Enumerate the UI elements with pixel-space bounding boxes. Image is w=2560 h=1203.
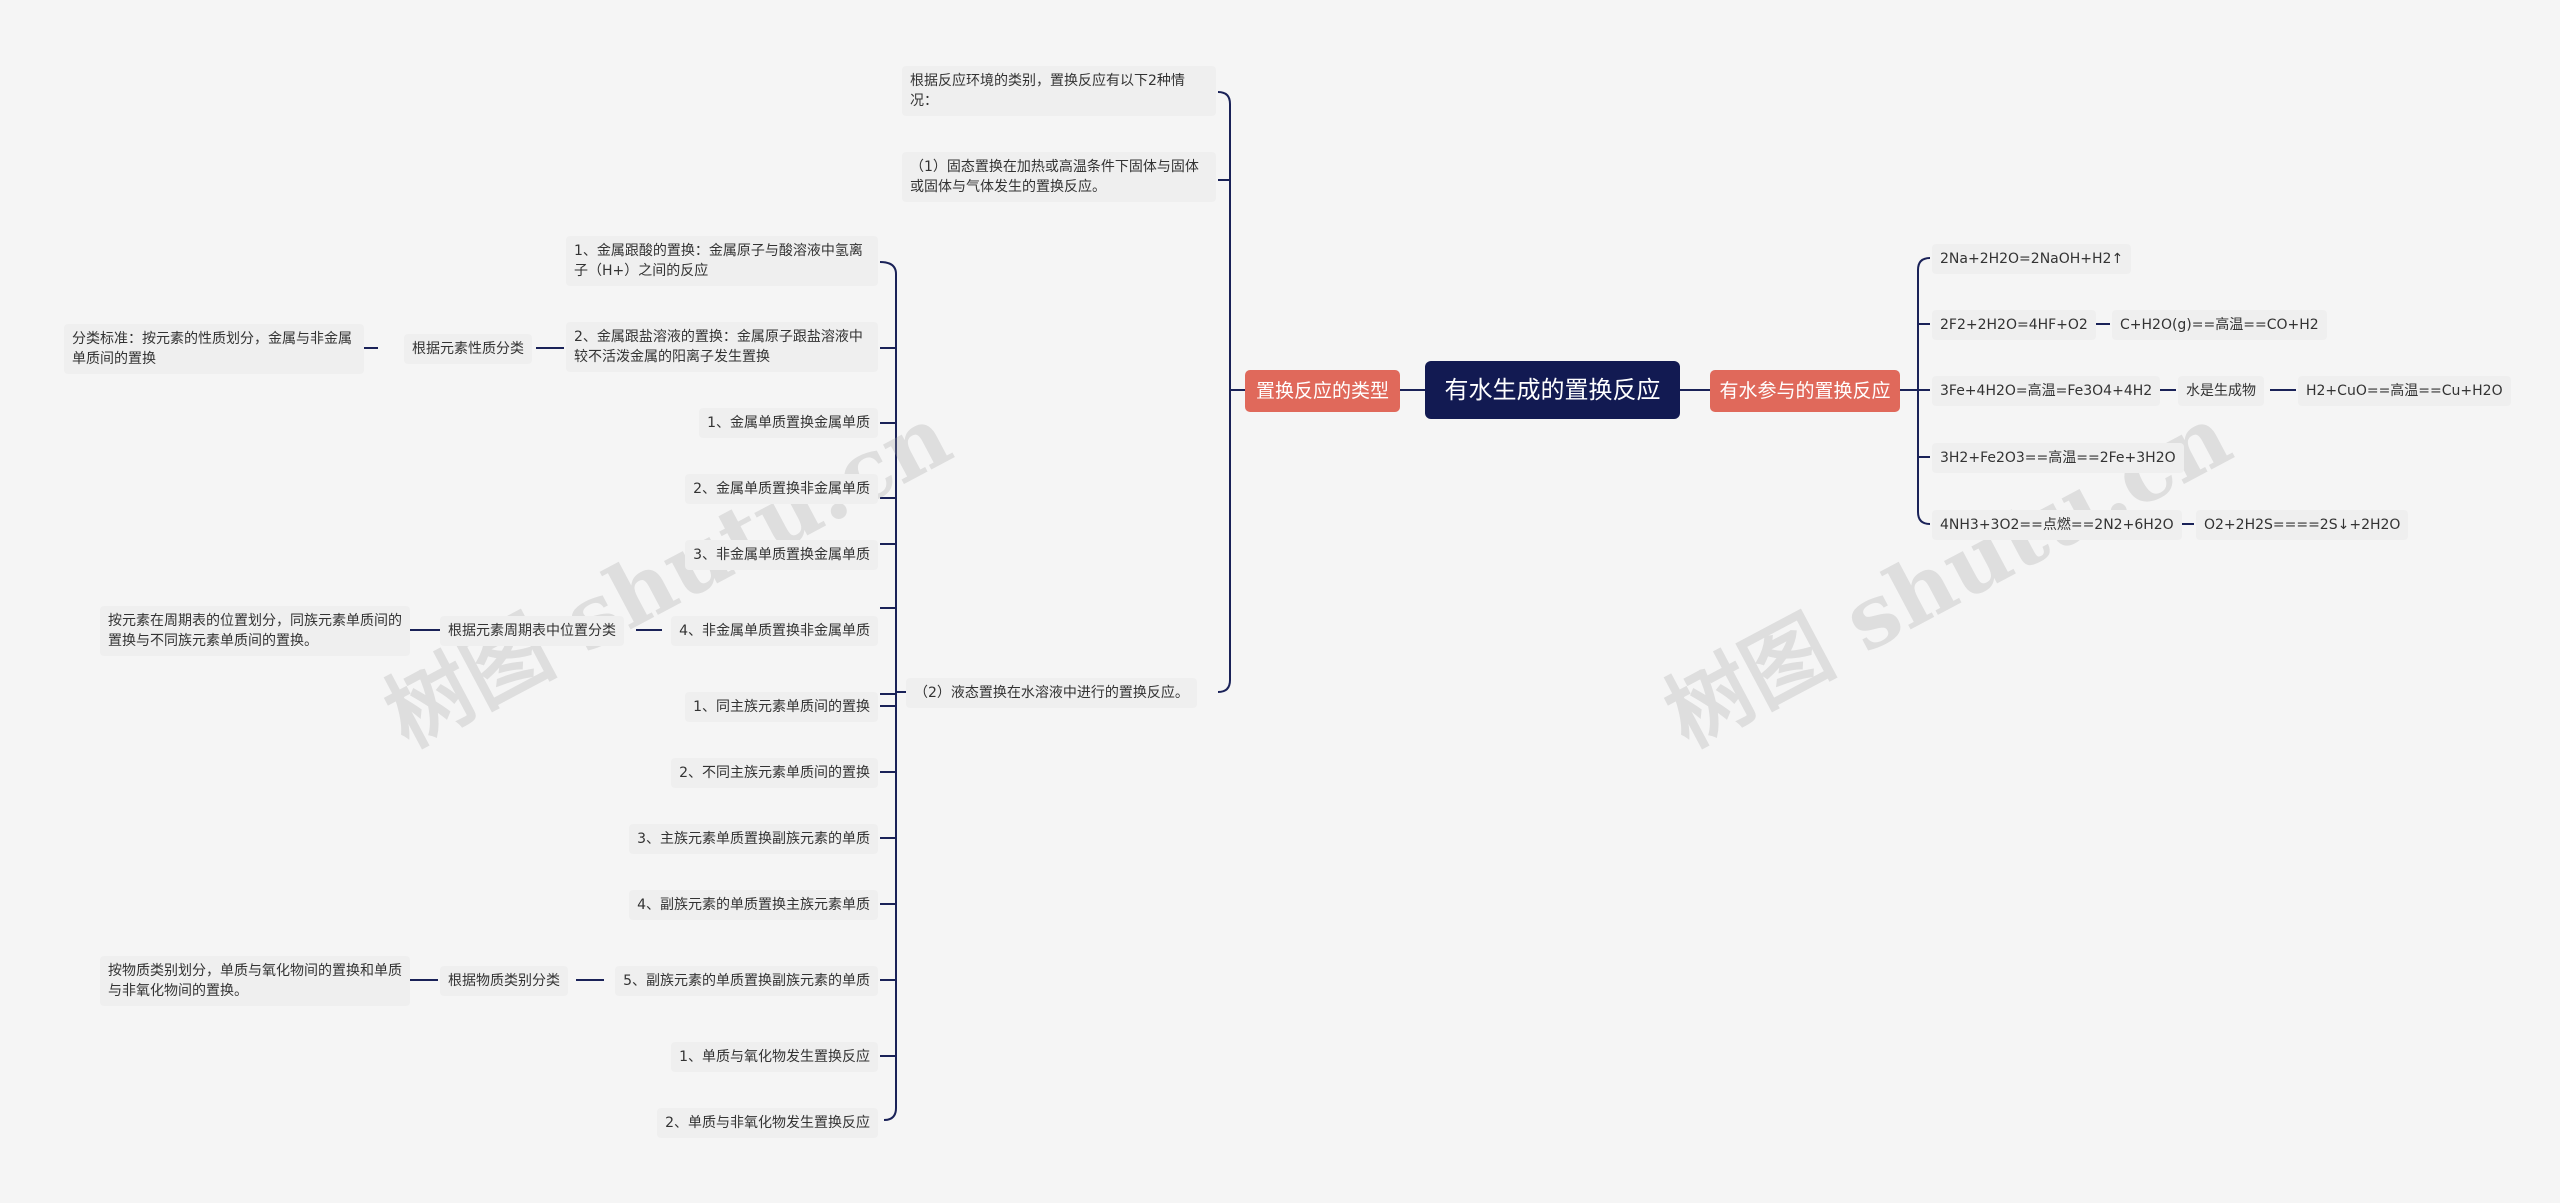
left-bracket [1217,91,1231,693]
liquid-child[interactable]: 1、同主族元素单质间的置换 [685,692,878,722]
reaction-f2-water[interactable]: 2F2+2H2O=4HF+O2 [1932,310,2096,340]
liquid-child[interactable]: 2、单质与非氧化物发生置换反应 [657,1108,878,1138]
reaction-o2-h2s[interactable]: O2+2H2S====2S↓+2H2O [2196,510,2409,540]
reaction-fe-water[interactable]: 3Fe+4H2O=高温=Fe3O4+4H2 [1932,376,2161,406]
classifier-by-periodic-table[interactable]: 根据元素周期表中位置分类 [440,616,624,646]
root-node[interactable]: 有水生成的置换反应 [1425,361,1680,419]
left-item-liquid[interactable]: （2）液态置换在水溶液中进行的置换反应。 [906,678,1197,708]
note-by-substance[interactable]: 按物质类别划分，单质与氧化物间的置换和单质与非氧化物间的置换。 [100,956,410,1006]
reaction-h2-cuo[interactable]: H2+CuO==高温==Cu+H2O [2298,376,2511,406]
note-by-property[interactable]: 分类标准：按元素的性质划分，金属与非金属单质间的置换 [64,324,364,374]
liquid-bracket [879,261,897,1121]
liquid-child[interactable]: 2、金属单质置换非金属单质 [685,474,878,504]
water-is-product-label[interactable]: 水是生成物 [2178,376,2264,406]
liquid-child[interactable]: 1、金属跟酸的置换：金属原子与酸溶液中氢离子（H+）之间的反应 [566,236,878,286]
liquid-child[interactable]: 5、副族元素的单质置换副族元素的单质 [615,966,878,996]
note-by-periodic-table[interactable]: 按元素在周期表的位置划分，同族元素单质间的置换与不同族元素单质间的置换。 [100,606,410,656]
liquid-child[interactable]: 1、单质与氧化物发生置换反应 [671,1042,878,1072]
liquid-child[interactable]: 2、金属跟盐溶液的置换：金属原子跟盐溶液中较不活泼金属的阳离子发生置换 [566,322,878,372]
reaction-c-water-gas[interactable]: C+H2O(g)==高温==CO+H2 [2112,310,2327,340]
reaction-na-water[interactable]: 2Na+2H2O=2NaOH+H2↑ [1932,244,2132,274]
liquid-child[interactable]: 3、主族元素单质置换副族元素的单质 [629,824,878,854]
liquid-child[interactable]: 4、非金属单质置换非金属单质 [671,616,878,646]
reaction-nh3-o2[interactable]: 4NH3+3O2==点燃==2N2+6H2O [1932,510,2182,540]
left-item-environment[interactable]: 根据反应环境的类别，置换反应有以下2种情况： [902,66,1216,116]
branch-replacement-types[interactable]: 置换反应的类型 [1245,370,1400,412]
classifier-by-property[interactable]: 根据元素性质分类 [404,334,532,364]
liquid-child[interactable]: 1、金属单质置换金属单质 [699,408,878,438]
branch-water-reactions[interactable]: 有水参与的置换反应 [1710,370,1900,412]
liquid-child[interactable]: 2、不同主族元素单质间的置换 [671,758,878,788]
liquid-child[interactable]: 4、副族元素的单质置换主族元素单质 [629,890,878,920]
classifier-by-substance[interactable]: 根据物质类别分类 [440,966,568,996]
reaction-h2-fe2o3[interactable]: 3H2+Fe2O3==高温==2Fe+3H2O [1932,443,2184,473]
left-item-solid[interactable]: （1）固态置换在加热或高温条件下固体与固体或固体与气体发生的置换反应。 [902,152,1216,202]
liquid-child[interactable]: 3、非金属单质置换金属单质 [685,540,878,570]
